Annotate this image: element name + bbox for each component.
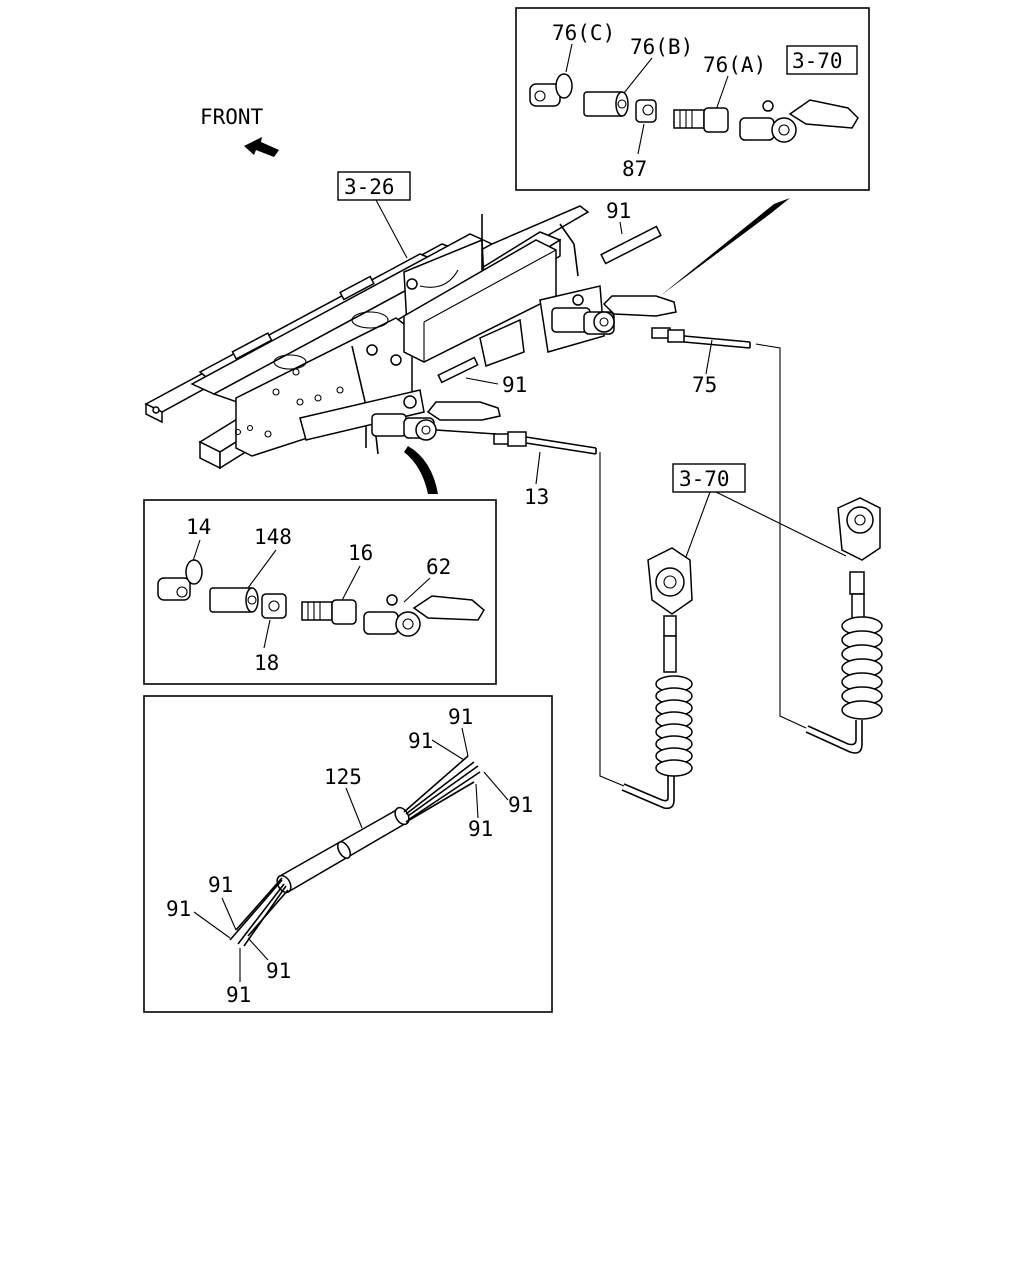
inset-bottom-frame bbox=[143, 695, 553, 1013]
trailer-frame-assembly bbox=[144, 205, 605, 470]
coupling-ref-box-inset[interactable] bbox=[786, 45, 858, 75]
tube-bundle-125 bbox=[229, 755, 481, 947]
callout-91-c: 91 bbox=[508, 793, 533, 817]
callout-18: 18 bbox=[254, 651, 279, 675]
inset-top-frame bbox=[515, 7, 870, 191]
coupling-ref-label-inset: 3-70 bbox=[792, 49, 843, 73]
callout-91-mid: 91 bbox=[502, 373, 527, 397]
elbow-fitting-76c bbox=[529, 73, 573, 107]
valve-handle-62 bbox=[363, 594, 485, 637]
coiled-hose-right bbox=[805, 593, 883, 754]
inset-middle-frame bbox=[143, 499, 497, 685]
callout-91-a: 91 bbox=[448, 705, 473, 729]
connector-16 bbox=[301, 599, 357, 625]
elbow-fitting-14 bbox=[157, 559, 203, 601]
callout-148: 148 bbox=[254, 525, 292, 549]
coupling-valve-assembly-rear bbox=[551, 294, 677, 335]
front-label: FRONT bbox=[200, 105, 264, 129]
pointer-arrow-top-inset bbox=[660, 198, 790, 296]
callout-13: 13 bbox=[524, 485, 549, 509]
callout-91-e: 91 bbox=[208, 873, 233, 897]
callout-125: 125 bbox=[324, 765, 362, 789]
nut-87 bbox=[635, 99, 657, 123]
hose-13 bbox=[493, 431, 625, 787]
bushing-148 bbox=[209, 587, 259, 613]
coupling-ref-box-main[interactable] bbox=[672, 463, 746, 493]
coupling-head-left bbox=[647, 547, 693, 637]
callout-76a: 76(A) bbox=[703, 53, 766, 77]
callout-76c: 76(C) bbox=[552, 21, 615, 45]
frame-ref-leader bbox=[375, 199, 408, 259]
hose-75 bbox=[651, 327, 807, 729]
callout-91-d: 91 bbox=[468, 817, 493, 841]
coupling-ref-label-main: 3-70 bbox=[679, 467, 730, 491]
callout-14: 14 bbox=[186, 515, 211, 539]
pointer-arrow-mid-inset bbox=[404, 446, 438, 494]
callout-75: 75 bbox=[692, 373, 717, 397]
callout-91-top: 91 bbox=[606, 199, 631, 223]
frame-ref-label: 3-26 bbox=[344, 175, 395, 199]
coupling-head-right bbox=[837, 497, 881, 595]
callout-62: 62 bbox=[426, 555, 451, 579]
tube-91-top bbox=[600, 225, 662, 265]
callout-16: 16 bbox=[348, 541, 373, 565]
coupling-valve-assembly-front bbox=[371, 395, 501, 441]
callout-91-f: 91 bbox=[166, 897, 191, 921]
callout-91-b: 91 bbox=[408, 729, 433, 753]
nut-18 bbox=[261, 593, 287, 619]
front-arrow-icon bbox=[244, 137, 279, 157]
frame-ref-box[interactable] bbox=[337, 171, 411, 201]
valve-handle-inset-top bbox=[739, 99, 859, 143]
coiled-hose-left bbox=[621, 635, 693, 810]
callout-91-h: 91 bbox=[226, 983, 251, 1007]
callout-87: 87 bbox=[622, 157, 647, 181]
callout-76b: 76(B) bbox=[630, 35, 693, 59]
connector-76a bbox=[673, 107, 729, 133]
bushing-76b bbox=[583, 91, 629, 117]
callout-91-g: 91 bbox=[266, 959, 291, 983]
